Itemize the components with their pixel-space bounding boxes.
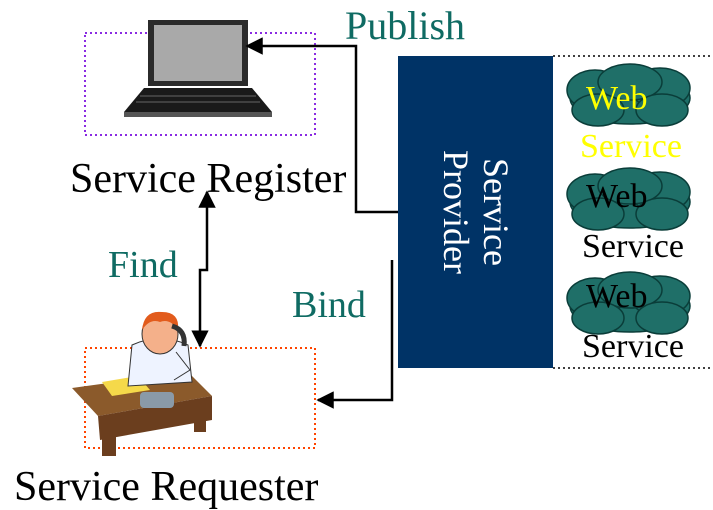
laptop-icon: [124, 20, 272, 117]
find-label: Find: [108, 244, 178, 286]
web-service-cloud-2: [566, 167, 691, 231]
web-service-1-line1: Web: [586, 80, 648, 117]
bind-connector: [316, 260, 394, 409]
web-service-cloud-1: [566, 63, 691, 127]
service-provider-label-line2: Provider: [436, 150, 476, 274]
web-service-3-line2: Service: [582, 328, 684, 365]
bind-label: Bind: [292, 284, 366, 326]
service-provider-label: Service Provider: [436, 150, 516, 274]
person-on-phone-icon: [72, 311, 212, 456]
web-service-3-line1: Web: [586, 278, 648, 315]
web-service-1-line2: Service: [580, 128, 682, 165]
service-register-label: Service Register: [70, 156, 347, 202]
service-provider-box: [398, 56, 553, 368]
find-connector: [191, 190, 216, 348]
web-service-2-line2: Service: [582, 228, 684, 265]
publish-label: Publish: [345, 3, 466, 48]
web-service-cloud-3: [566, 271, 691, 335]
service-requester-label: Service Requester: [14, 464, 319, 510]
service-provider-label-line1: Service: [476, 158, 516, 266]
web-service-2-line1: Web: [586, 178, 648, 215]
